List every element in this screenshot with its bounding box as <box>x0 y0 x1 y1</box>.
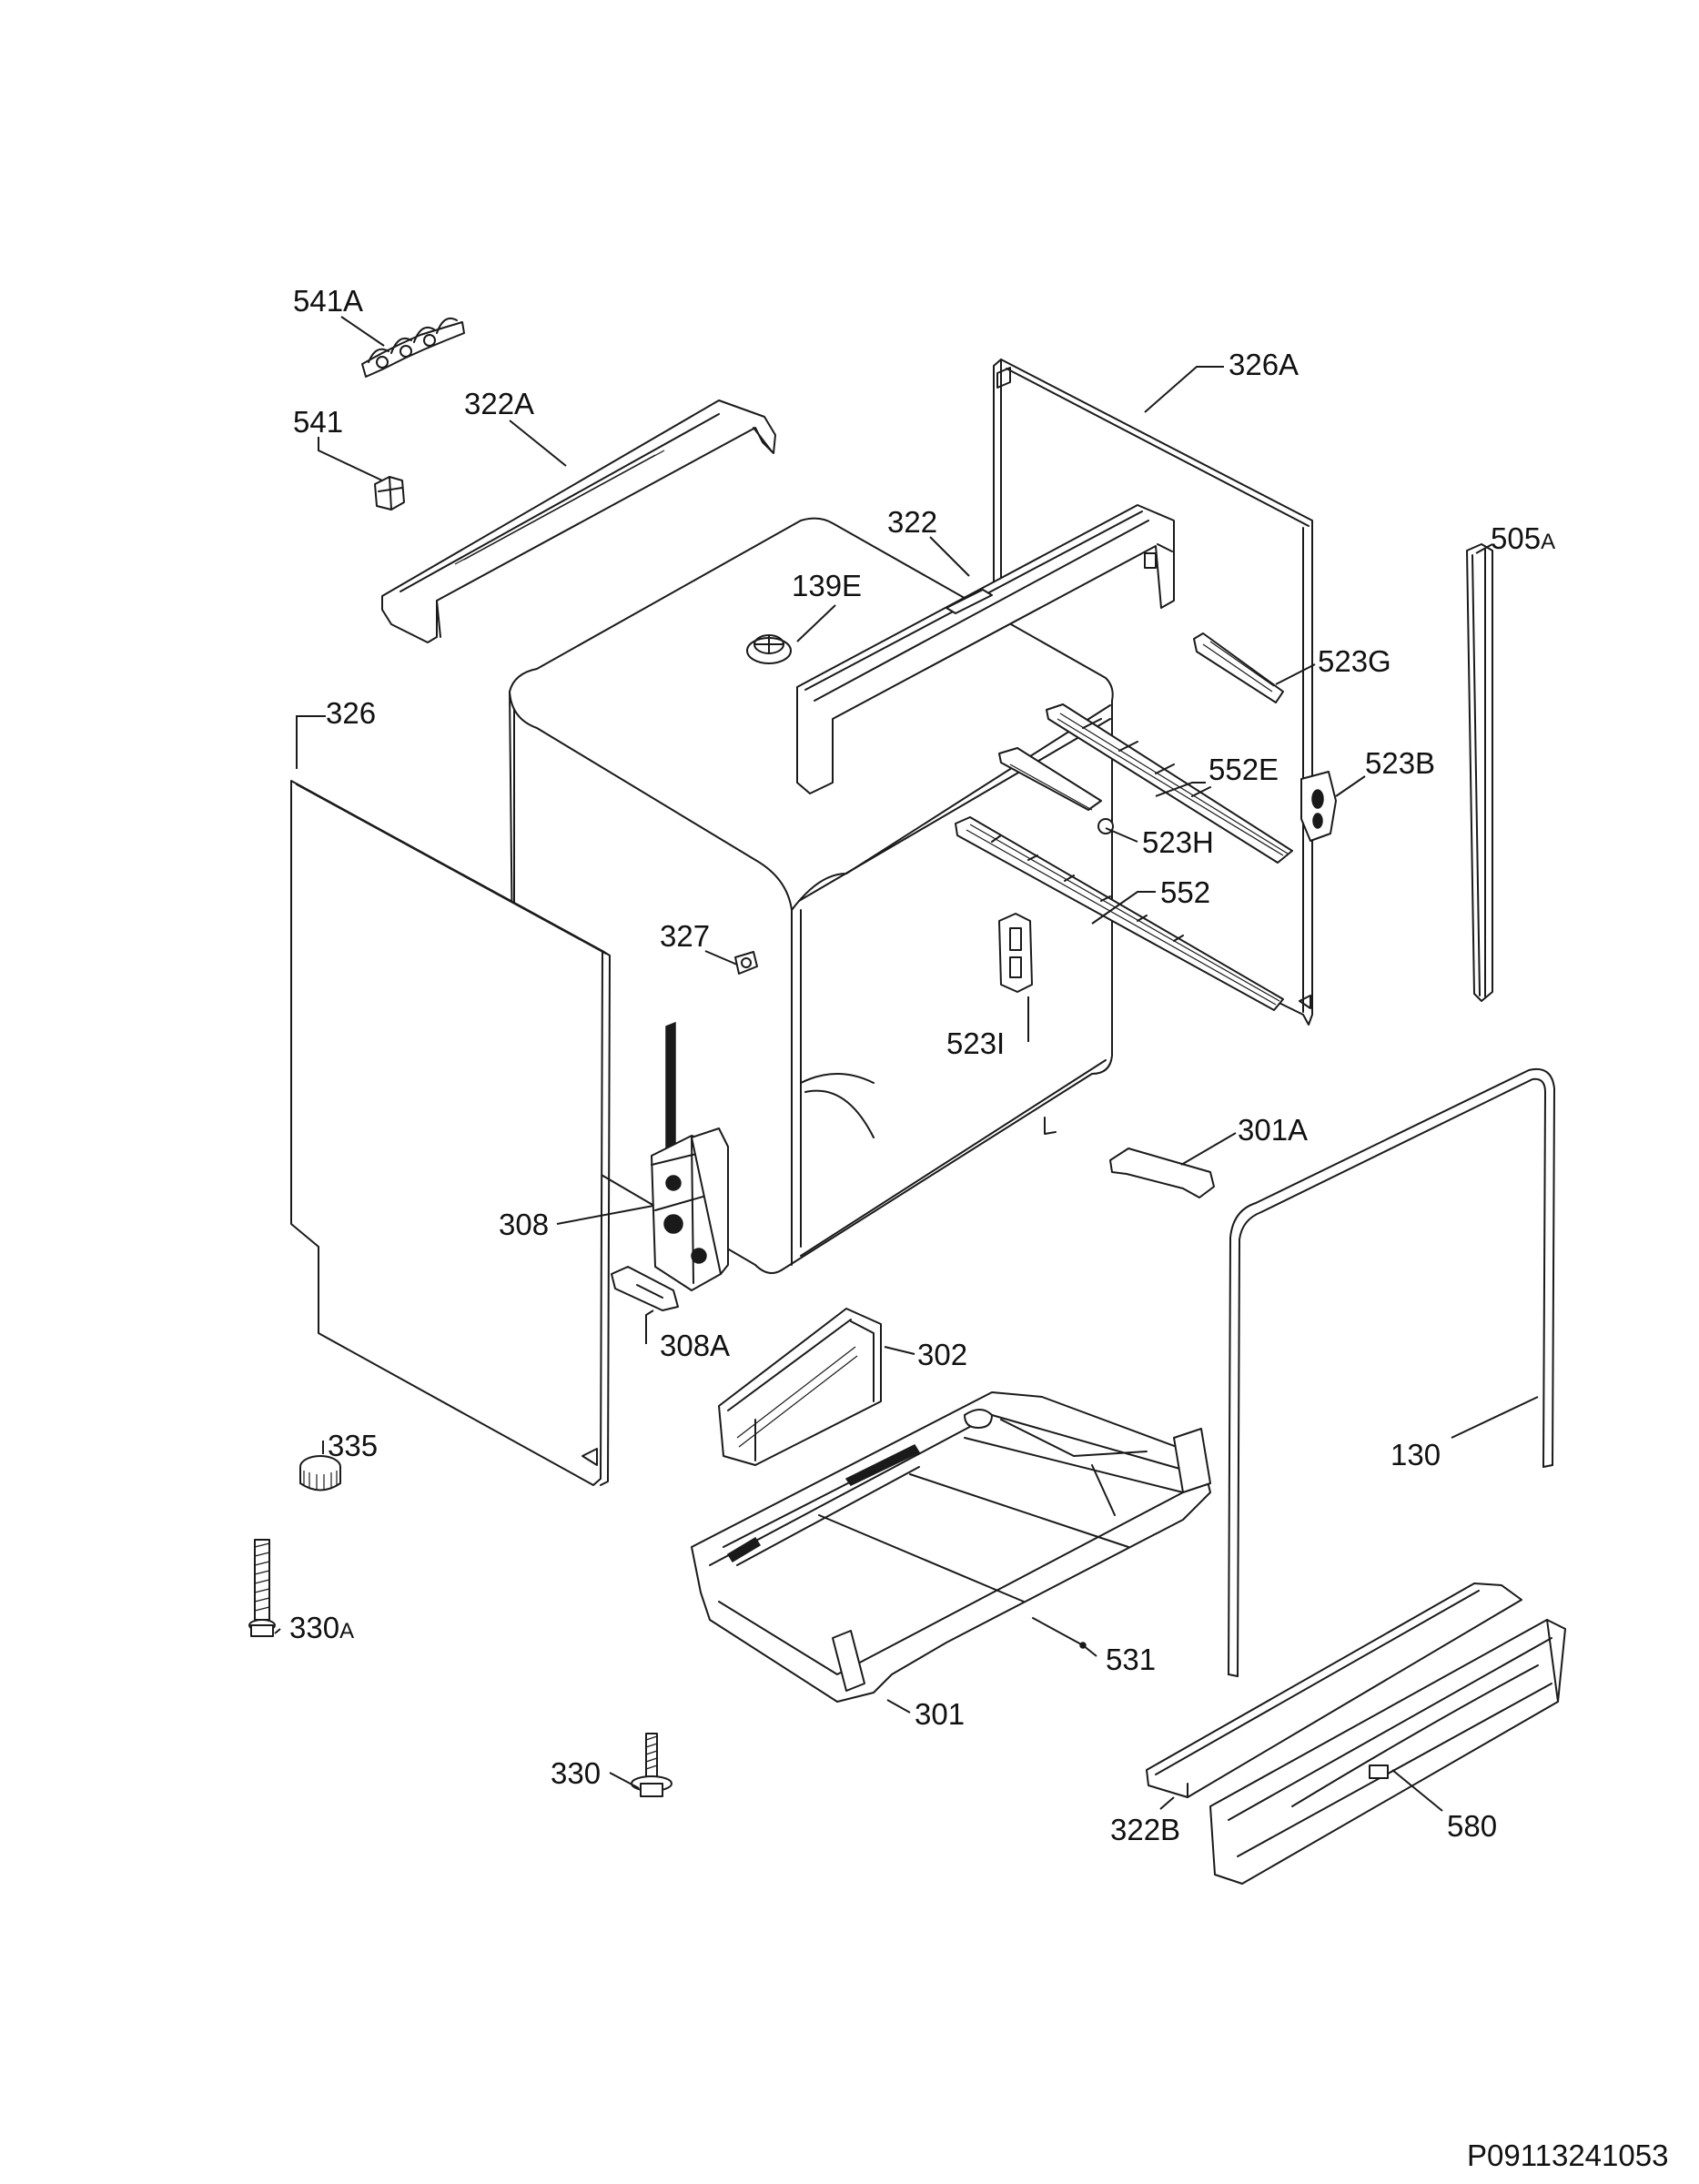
part-523I-catch <box>998 913 1033 993</box>
label-523G: 523G <box>1318 644 1391 678</box>
drawing-code: P09113241053 <box>1467 2138 1668 2172</box>
label-531: 531 <box>1106 1643 1156 1676</box>
part-322A-top-rail <box>381 399 776 643</box>
label-552: 552 <box>1160 875 1210 909</box>
part-327-plug <box>734 951 758 975</box>
label-322B: 322B <box>1110 1813 1180 1846</box>
label-130: 130 <box>1391 1438 1441 1471</box>
part-335-foot-nut <box>299 1455 341 1491</box>
label-308: 308 <box>499 1208 549 1241</box>
label-302: 302 <box>917 1338 967 1371</box>
label-523B: 523B <box>1365 746 1435 780</box>
label-308A: 308A <box>660 1329 730 1362</box>
label-505A: 505A <box>1491 521 1555 555</box>
part-326-left-side-panel <box>290 780 611 1486</box>
part-301-base-frame <box>691 1391 1211 1703</box>
label-541: 541 <box>293 405 343 439</box>
label-327: 327 <box>660 919 710 953</box>
part-505A-seal-strip <box>1466 543 1493 1002</box>
part-308A-hinge-lever <box>611 1266 679 1311</box>
label-322A: 322A <box>464 387 534 420</box>
label-326: 326 <box>326 696 376 730</box>
label-523I: 523I <box>946 1026 1005 1060</box>
part-301A-cover <box>1109 1148 1215 1198</box>
part-552E-upper-rail <box>1046 703 1293 864</box>
label-322: 322 <box>887 505 937 539</box>
label-552E: 552E <box>1209 753 1279 786</box>
label-335: 335 <box>328 1429 378 1462</box>
part-330-screw <box>631 1733 673 1797</box>
label-330: 330 <box>551 1756 601 1790</box>
part-523H-bracket <box>998 747 1114 834</box>
leader-lines <box>274 316 1539 1812</box>
part-523B-clip <box>1300 771 1337 842</box>
part-302-bracket <box>718 1308 882 1466</box>
label-139E: 139E <box>792 569 862 602</box>
label-301A: 301A <box>1238 1113 1308 1147</box>
label-580: 580 <box>1447 1809 1497 1843</box>
part-541A-cable-clip <box>361 317 465 378</box>
label-523H: 523H <box>1142 825 1214 859</box>
part-330A-screw <box>248 1539 276 1637</box>
label-541A: 541A <box>293 284 363 318</box>
part-322B-lower-rail <box>1146 1582 1522 1798</box>
part-541-clip <box>374 476 405 511</box>
part-tub <box>509 517 1114 1274</box>
part-531-rod <box>1032 1617 1087 1649</box>
part-322-upper-bracket <box>796 504 1175 794</box>
part-139E-vent-cap <box>746 634 792 664</box>
label-326A: 326A <box>1229 348 1299 381</box>
callout-labels: 541A 541 322A 326A 322 139E 505A 523G 32… <box>289 284 1555 1846</box>
part-308-hinge <box>651 1021 729 1291</box>
part-523G-guide <box>1193 632 1284 703</box>
part-552-lower-rail <box>955 816 1284 1011</box>
label-330A: 330A <box>289 1611 354 1644</box>
part-580-base-channel <box>1209 1619 1566 1885</box>
label-301: 301 <box>915 1697 965 1731</box>
part-130-door-seal <box>1228 1068 1555 1677</box>
